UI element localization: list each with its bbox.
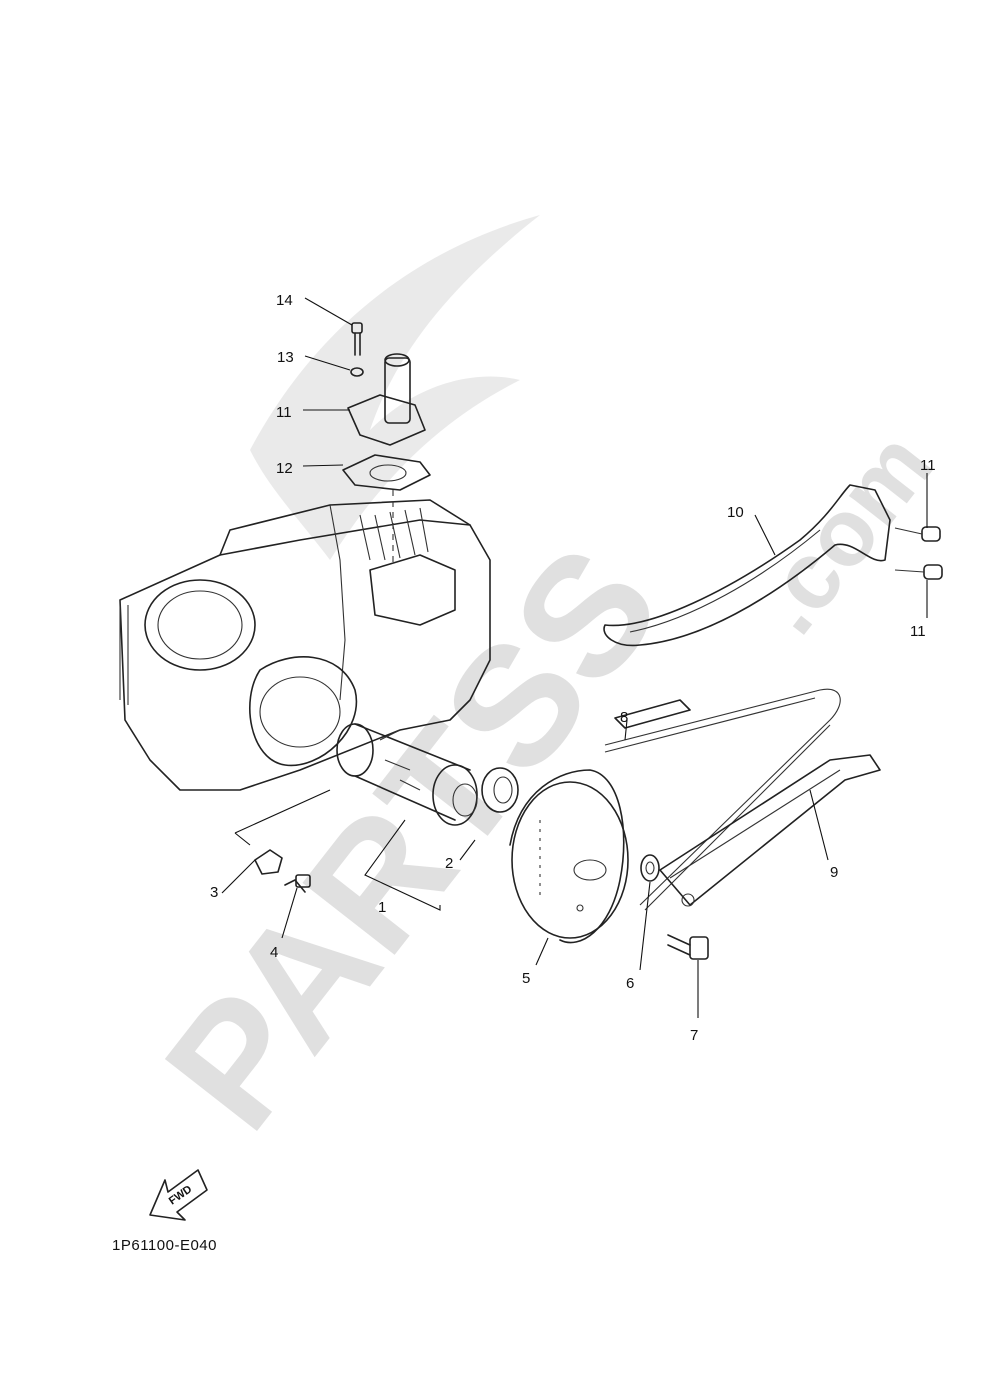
- callout-2: 2: [445, 855, 453, 872]
- callout-numbers: 14 13 11 12 10 11 11 8 9 1 2 3 4 5 6 7: [210, 292, 936, 1044]
- callout-11-top: 11: [920, 457, 936, 474]
- cam-clip: [481, 767, 519, 813]
- callout-4: 4: [270, 944, 278, 961]
- cylinder-head: [119, 490, 491, 791]
- cam-sprocket: [509, 769, 629, 944]
- callout-3: 3: [210, 884, 218, 901]
- callout-15: 14: [276, 292, 293, 309]
- callout-1: 1: [378, 899, 386, 916]
- callout-9: 9: [830, 864, 838, 881]
- plug-and-bolt: [254, 849, 311, 893]
- timing-chain: [604, 688, 841, 911]
- callout-13: 12: [276, 460, 293, 477]
- callout-6: 6: [626, 975, 634, 992]
- callout-11-bottom: 11: [910, 623, 926, 640]
- callout-7: 7: [690, 1027, 698, 1044]
- washer-and-bolt: [640, 854, 709, 960]
- callout-5: 5: [522, 970, 530, 987]
- callout-14: 13: [277, 349, 294, 366]
- diagram-reference-code: 1P61100-E040: [112, 1237, 217, 1254]
- leader-lines: [221, 297, 928, 1018]
- callout-10: 10: [727, 504, 744, 521]
- camshaft: [336, 723, 478, 826]
- fwd-label: FWD: [167, 1183, 194, 1207]
- watermark-suffix: .com: [733, 413, 953, 653]
- tensioner-guide: [603, 484, 943, 647]
- callout-8: 8: [620, 709, 628, 726]
- fwd-arrow-icon: FWD: [149, 1169, 208, 1221]
- watermark-brand: PARTSS: [129, 512, 695, 1162]
- chain-guide: [659, 754, 881, 907]
- callout-12: 11: [276, 404, 292, 421]
- chain-tensioner: [342, 322, 431, 491]
